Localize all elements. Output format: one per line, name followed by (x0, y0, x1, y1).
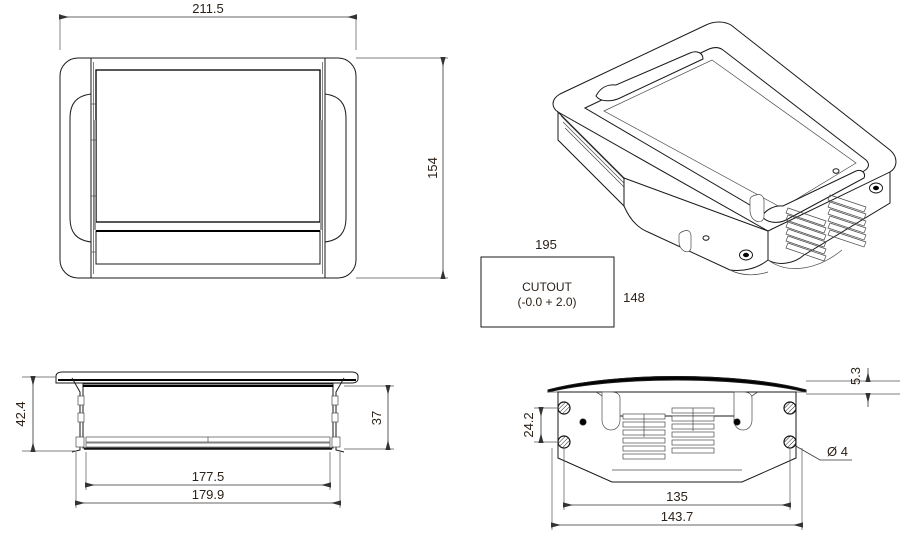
dim-side-outer-width: 179.9 (75, 452, 341, 508)
dim-label-24-2: 24.2 (521, 412, 536, 437)
iso-left-wall-edge1 (560, 115, 628, 183)
view-rear-end: 5.3 24.2 Ø 4 135 143.7 (521, 367, 900, 530)
side-clip-left-3 (75, 436, 85, 448)
rear-bezel-top-edge (547, 376, 807, 391)
iso-vent-group (785, 194, 867, 262)
dim-rear-hole-spacing-vertical: 24.2 (521, 407, 558, 443)
rear-keyhole-left (601, 391, 621, 431)
iso-screen-outline (603, 59, 857, 209)
cutout-note-block: 195 CUTOUT (-0.0 + 2.0) 148 (480, 237, 645, 328)
dim-label-dia-4: Ø 4 (827, 444, 848, 459)
dim-label-5-3: 5.3 (848, 367, 863, 385)
view-isometric (552, 21, 897, 276)
pilot-hole-left (579, 418, 587, 426)
iso-left-wall-edge2 (562, 121, 630, 189)
side-clip-left-2 (77, 412, 85, 423)
iso-left-wall-edge3 (564, 127, 632, 195)
dim-rear-bezel-thickness: 5.3 (806, 367, 900, 407)
cutout-title: CUTOUT (522, 280, 572, 294)
iso-keyhole-2 (678, 230, 692, 253)
dim-label-177-5: 177.5 (192, 469, 225, 484)
dim-rear-hole-spacing-horizontal: 135 (563, 448, 791, 510)
dim-overall-height: 154 (356, 57, 448, 279)
view-top-plan: 211.5 154 (59, 1, 448, 279)
iso-bottom-edge (729, 269, 769, 276)
side-clip-right-3 (331, 436, 341, 448)
iso-handle-recess-top (595, 51, 704, 102)
mounting-hole-bottom-right (783, 435, 797, 449)
cutout-box (480, 256, 615, 328)
pilot-hole-right (733, 418, 741, 426)
iso-screw-hole-2 (743, 252, 749, 258)
iso-small-hole-1 (832, 168, 840, 174)
dim-side-total-height: 42.4 (13, 376, 76, 452)
mounting-hole-top-left (557, 401, 571, 415)
dim-label-135: 135 (666, 489, 688, 504)
side-bottom-plate-2 (85, 442, 331, 448)
mounting-hole-bottom-left (557, 435, 571, 449)
dim-label-42-4: 42.4 (13, 401, 28, 426)
cutout-tolerance: (-0.0 + 2.0) (517, 295, 576, 309)
diameter-leader-line (793, 444, 852, 461)
iso-small-hole-2 (702, 235, 710, 241)
dim-rear-overall-width: 143.7 (551, 448, 803, 530)
dim-label-37: 37 (369, 411, 384, 425)
edge-hatch-left (94, 120, 96, 230)
iso-bottom-chamfer (767, 249, 843, 269)
iso-vent-column-a (785, 207, 827, 262)
dim-overall-width: 211.5 (59, 1, 357, 50)
display-area (95, 69, 321, 223)
side-clip-right-2 (331, 412, 339, 423)
iso-keyhole-1 (749, 194, 765, 223)
rear-mounting-holes (557, 401, 797, 449)
cutout-height-label: 148 (623, 290, 645, 305)
view-side-section: 42.4 37 177.5 179.9 (13, 371, 394, 508)
dim-label-154: 154 (425, 157, 440, 179)
side-clip-left-1 (77, 395, 85, 406)
cutout-width-label: 195 (535, 237, 557, 252)
iso-screw-hole-1 (873, 185, 879, 191)
mounting-hole-top-right (783, 401, 797, 415)
handle-recess-right (324, 93, 347, 243)
side-bezel-flange (55, 371, 359, 384)
dim-label-179-9: 179.9 (192, 487, 225, 502)
dim-side-body-depth: 37 (344, 385, 394, 450)
handle-recess-left (69, 93, 92, 243)
side-clip-right-1 (331, 395, 339, 406)
lower-panel-band (95, 230, 321, 265)
rear-vent-column-right (671, 407, 715, 454)
rear-vent-column-left (622, 413, 666, 460)
iso-vent-column-b (827, 194, 867, 248)
dim-label-211-5: 211.5 (192, 1, 224, 16)
dim-side-inner-width: 177.5 (85, 452, 331, 490)
dim-label-143-7: 143.7 (661, 509, 694, 524)
dim-rear-hole-diameter: Ø 4 (793, 444, 852, 461)
edge-hatch-right (320, 120, 322, 230)
